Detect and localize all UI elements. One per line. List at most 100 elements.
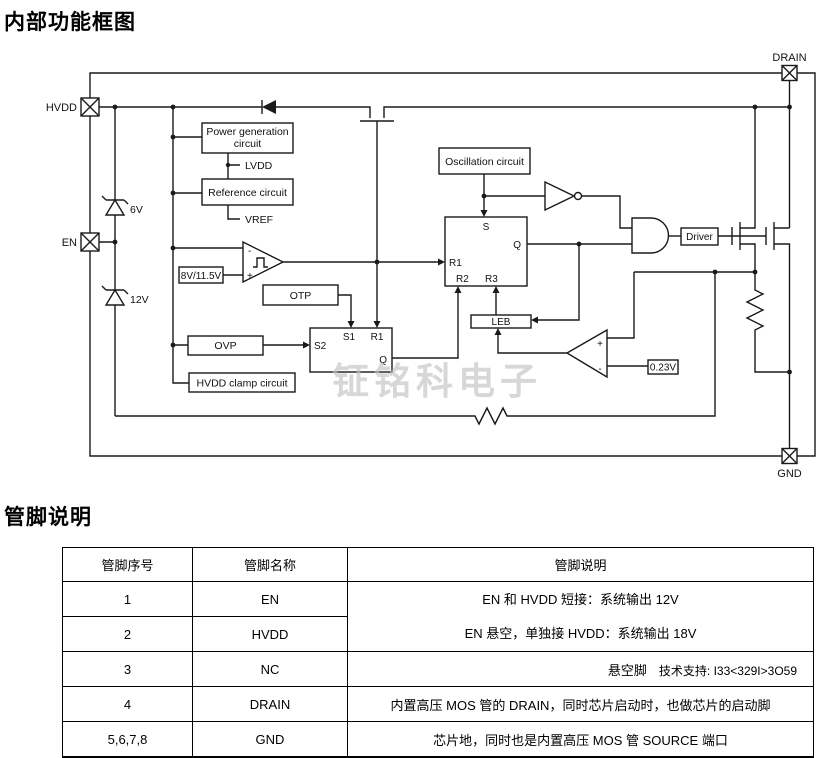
- leb-label: LEB: [492, 317, 511, 328]
- secondary-latch-box: S2 S1 R1 Q: [309, 286, 462, 373]
- nc-desc-main: 悬空脚: [607, 662, 647, 678]
- section-title-block-diagram: 内部功能框图: [4, 11, 136, 34]
- hvdd-startup-rail: [99, 81, 791, 228]
- block-diagram: HVDD EN DRAIN GND: [46, 52, 816, 480]
- feedback-rail: [115, 272, 716, 426]
- pin-desc-cell-drain: 内置高压 MOS 管的 DRAIN，同时芯片启动时，也做芯片的启动脚: [347, 686, 814, 722]
- table-row: 3 NC 悬空脚技术支持: I33<329I>3O59: [62, 651, 814, 687]
- reference-circuit-box: Reference circuit: [201, 178, 294, 206]
- otp-label: OTP: [290, 290, 312, 302]
- latch2-s1-label: S1: [343, 332, 356, 343]
- pin-name-cell: DRAIN: [192, 686, 348, 722]
- junction-dots: [112, 104, 792, 375]
- ovp-label: OVP: [214, 340, 236, 352]
- desc-line-2: EN 悬空，单独接 HVDD：系统输出 18V: [464, 625, 697, 641]
- latch1-r3-label: R3: [485, 274, 498, 285]
- driver-label: Driver: [686, 232, 713, 243]
- uvlo-minus-sign: -: [248, 246, 251, 257]
- power-generation-box: Power generation circuit: [201, 122, 294, 154]
- reference-circuit-label: Reference circuit: [208, 187, 287, 199]
- pin-description-table: 管脚序号 管脚名称 管脚说明 1 EN EN 和 HVDD 短接：系统输出 12…: [62, 547, 814, 758]
- latch2-r1-label: R1: [371, 332, 384, 343]
- pin-name-cell: HVDD: [192, 616, 348, 652]
- pin-number-cell: 2: [62, 616, 193, 652]
- desc-line-1: EN 和 HVDD 短接：系统输出 12V: [482, 591, 679, 607]
- zener-12v-label: 12V: [130, 294, 149, 306]
- pin-name-cell: EN: [192, 581, 348, 617]
- nc-desc-support: 技术支持: I33<329I>3O59: [658, 663, 797, 678]
- power-generation-label-2: circuit: [234, 138, 262, 150]
- zener-branch: 6V 12V: [99, 107, 149, 416]
- en-pin-label: EN: [62, 237, 77, 249]
- pin-desc-cell-en-hvdd: EN 和 HVDD 短接：系统输出 12V EN 悬空，单独接 HVDD：系统输…: [347, 581, 814, 652]
- vref-tap: VREF: [227, 205, 273, 226]
- ovp-box: OVP: [187, 335, 310, 356]
- uvlo-threshold-label: 8V/11.5V: [181, 271, 222, 282]
- driver-box: Driver: [680, 227, 766, 246]
- latch1-s-label: S: [483, 222, 490, 233]
- gnd-pin-label: GND: [777, 468, 802, 480]
- latch1-r1-label: R1: [449, 258, 462, 269]
- sense-resistor-icon: [745, 272, 790, 373]
- latch1-r2-label: R2: [456, 274, 469, 285]
- pin-desc-cell-gnd: 芯片地，同时也是内置高压 MOS 管 SOURCE 端口: [347, 721, 814, 758]
- table-header-row: 管脚序号 管脚名称 管脚说明: [62, 547, 814, 582]
- leb-box: LEB: [470, 286, 532, 329]
- table-row: 5,6,7,8 GND 芯片地，同时也是内置高压 MOS 管 SOURCE 端口: [62, 721, 814, 758]
- table-row: 1 EN EN 和 HVDD 短接：系统输出 12V EN 悬空，单独接 HVD…: [62, 581, 814, 652]
- pin-name-cell: NC: [192, 651, 348, 687]
- en-pin: EN: [62, 232, 100, 252]
- uvlo-output-line: [283, 121, 445, 328]
- pin-name-cell: GND: [192, 721, 348, 758]
- zener-6v-label: 6V: [130, 204, 143, 216]
- oscillation-label: Oscillation circuit: [445, 156, 524, 168]
- pin-number-cell: 4: [62, 686, 193, 722]
- cs-comparator: + - 0.23V: [494, 272, 679, 379]
- otp-box: OTP: [262, 284, 355, 328]
- vref-label: VREF: [245, 214, 273, 226]
- gnd-pin: GND: [777, 447, 802, 480]
- hvdd-pin-label: HVDD: [46, 102, 77, 114]
- header-pin-desc: 管脚说明: [347, 547, 814, 582]
- cs-minus-sign: -: [598, 364, 601, 375]
- inverter-icon: [544, 180, 632, 229]
- drain-pin-label: DRAIN: [772, 52, 806, 64]
- schmitt-icon: [253, 257, 268, 268]
- hvdd-clamp-label: HVDD clamp circuit: [196, 378, 287, 390]
- sense-mosfet-icon: [731, 107, 756, 272]
- hvdd-clamp-box: HVDD clamp circuit: [188, 372, 296, 393]
- pin-number-cell: 3: [62, 651, 193, 687]
- table-row: 2 HVDD: [62, 616, 814, 652]
- latch2-q-label: Q: [379, 355, 387, 366]
- section-title-pin-desc: 管脚说明: [4, 506, 92, 529]
- main-latch-box: S Q R1 R2 R3: [444, 216, 528, 287]
- power-mosfet-icon: [765, 222, 791, 448]
- startup-diode-icon: [261, 100, 276, 114]
- internal-supply-line: [172, 107, 243, 384]
- latch1-q-label: Q: [513, 240, 521, 251]
- cs-plus-sign: +: [597, 339, 603, 350]
- zener-12v-icon: [101, 285, 129, 306]
- zener-6v-icon: [101, 195, 129, 216]
- cs-ref-label: 0.23V: [650, 363, 676, 374]
- watermark-text: 钲铭科电子: [332, 361, 542, 402]
- latch2-q-to-r2: [392, 293, 459, 359]
- uvlo-comparator: - + 8V/11.5V: [178, 240, 285, 284]
- pin-desc-cell-nc: 悬空脚技术支持: I33<329I>3O59: [347, 651, 814, 687]
- drain-pin: DRAIN: [772, 52, 807, 82]
- q-output-line: [527, 243, 632, 324]
- pin-number-cell: 5,6,7,8: [62, 721, 193, 758]
- header-pin-number: 管脚序号: [62, 547, 193, 582]
- oscillation-box: Oscillation circuit: [438, 147, 545, 217]
- pin-number-cell: 1: [62, 581, 193, 617]
- chip-boundary: [89, 72, 816, 457]
- latch2-s2-label: S2: [314, 341, 327, 352]
- hvdd-pin: HVDD: [46, 97, 100, 117]
- lvdd-tap: LVDD: [227, 153, 273, 179]
- table-row: 4 DRAIN 内置高压 MOS 管的 DRAIN，同时芯片启动时，也做芯片的启…: [62, 686, 814, 722]
- power-generation-label-1: Power generation: [206, 126, 288, 138]
- cs-ref-box: [647, 359, 679, 375]
- uvlo-plus-sign: +: [247, 271, 253, 282]
- header-pin-name: 管脚名称: [192, 547, 348, 582]
